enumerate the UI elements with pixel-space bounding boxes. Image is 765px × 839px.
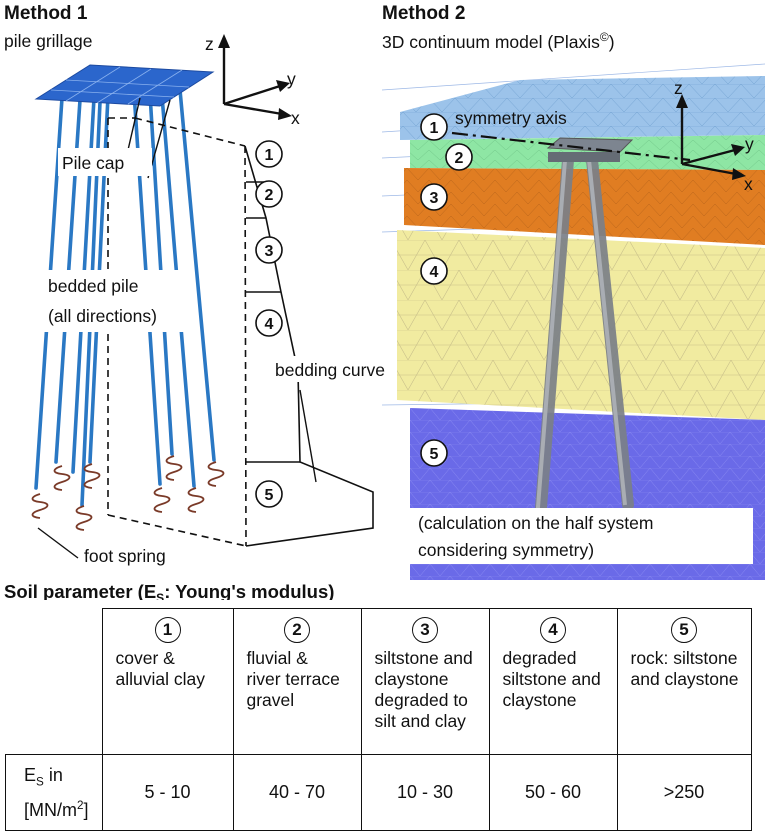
table-header-row: 1 cover &alluvial clay 2 fluvial &river … [5, 608, 752, 755]
svg-text:1: 1 [265, 147, 274, 164]
svg-text:1: 1 [430, 120, 439, 137]
layer-number: 4 [540, 617, 566, 643]
spring-icon [207, 461, 225, 487]
layer-3-marker: 3 [255, 236, 283, 264]
bedding-curve-label: bedding curve [275, 360, 385, 380]
bedded-pile-label: bedded pile [48, 276, 139, 296]
svg-text:2: 2 [455, 150, 464, 167]
svg-text:5: 5 [265, 487, 274, 504]
note-line-1: (calculation on the half system [418, 513, 653, 533]
bedding-curve [244, 145, 374, 547]
spring-icon [165, 455, 183, 481]
pile [178, 88, 216, 462]
layer-4-marker-model: 4 [420, 257, 448, 285]
method1-title: Method 1 [4, 3, 88, 24]
soil-parameter-table: 1 cover &alluvial clay 2 fluvial &river … [5, 608, 752, 831]
axis-z-label-2: z [674, 78, 683, 98]
layer-3-marker-model: 3 [420, 183, 448, 211]
layer-5-marker-model: 5 [420, 439, 448, 467]
svg-text:5: 5 [430, 446, 439, 463]
svg-text:3: 3 [265, 243, 274, 260]
row-label: ES in[MN/m2] [5, 754, 103, 831]
layer-number: 3 [412, 617, 438, 643]
axis-y-label-2: y [745, 134, 754, 154]
spring-icon [75, 505, 93, 531]
layer-number: 5 [671, 617, 697, 643]
axis-z-label: z [205, 34, 214, 54]
spring-icon [187, 487, 205, 513]
table-title: Soil parameter (ES: Young's modulus) [4, 581, 334, 600]
layer-5-marker: 5 [255, 480, 283, 508]
layer-number: 1 [154, 617, 181, 643]
value-cell: 50 - 60 [488, 754, 618, 831]
value-cell: >250 [616, 754, 752, 831]
layer-4-marker: 4 [255, 309, 283, 337]
layer-2-marker-model: 2 [445, 143, 473, 171]
svg-text:3: 3 [430, 190, 439, 207]
table-value-row: ES in[MN/m2] 5 - 10 40 - 70 10 - 30 50 -… [5, 754, 752, 831]
spring-icon [153, 487, 171, 513]
axis-x-label-2: x [744, 174, 753, 194]
table-col-1: 1 cover &alluvial clay [101, 608, 234, 755]
layer-number: 2 [284, 617, 310, 643]
axis-x-label: x [291, 108, 300, 128]
layer-1-marker: 1 [255, 140, 283, 168]
spring-icon [83, 463, 101, 489]
symmetry-axis-label: symmetry axis [455, 108, 567, 128]
axes-triad-method2 [676, 94, 746, 180]
svg-text:4: 4 [265, 316, 274, 333]
layer-description: cover &alluvial clay [115, 648, 205, 689]
method1-subtitle: pile grillage [4, 31, 93, 51]
svg-text:2: 2 [265, 187, 274, 204]
foot-springs [31, 455, 225, 531]
spring-icon [53, 465, 71, 491]
table-corner [5, 608, 103, 755]
svg-text:4: 4 [430, 264, 439, 281]
spring-icon [31, 493, 49, 519]
method1-layer-markers: 1 2 3 4 5 [255, 140, 283, 508]
method2-layer-markers: 1 2 3 4 5 [420, 113, 473, 467]
figure: Method 1 pile grillage [4, 3, 765, 600]
continuum-model [381, 63, 765, 580]
note-line-2: considering symmetry) [418, 540, 594, 560]
axes-triad-method1 [218, 34, 292, 120]
value-cell: 40 - 70 [232, 754, 362, 831]
note-box [410, 508, 753, 564]
value-cell: 10 - 30 [360, 754, 490, 831]
pile-cap-label: Pile cap [62, 153, 124, 173]
symmetry-axis-line [451, 131, 691, 162]
layer-2-marker: 2 [255, 180, 283, 208]
value-cell: 5 - 10 [101, 754, 234, 831]
bedded-pile-label-2: (all directions) [48, 306, 157, 326]
layer-1-marker-model: 1 [420, 113, 448, 141]
method2-title: Method 2 [382, 3, 465, 24]
axis-y-label: y [287, 69, 296, 89]
pile-cap [34, 64, 215, 107]
foot-spring-label: foot spring [84, 546, 166, 566]
method2-subtitle: 3D continuum model (Plaxis©) [382, 30, 615, 52]
